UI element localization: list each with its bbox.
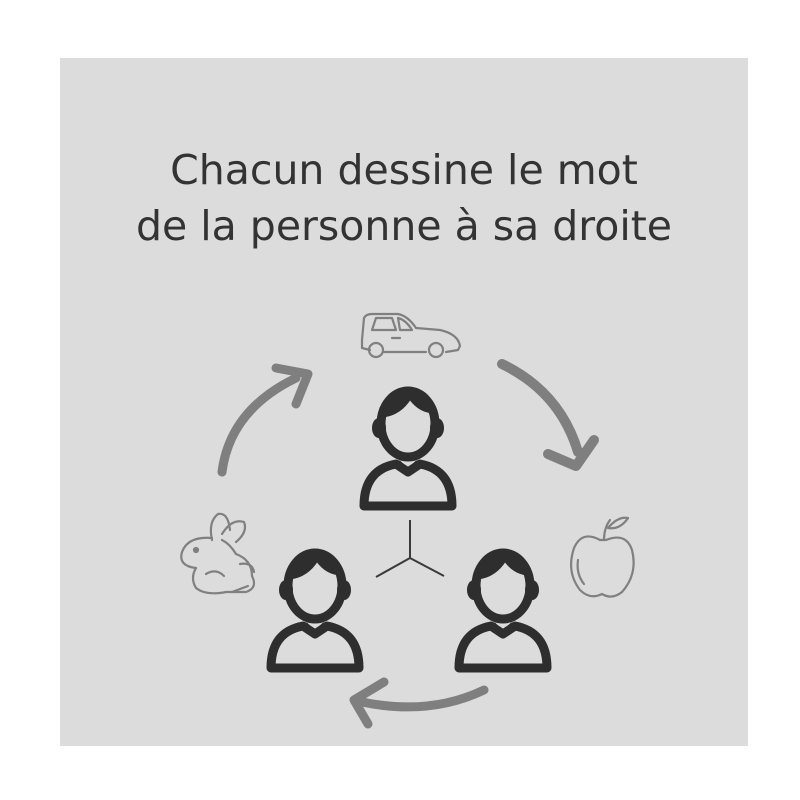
curved-arrow-left-icon [217, 363, 313, 477]
car-sketch-icon [360, 312, 462, 359]
diagram-title: Chacun dessine le mot de la personne à s… [60, 142, 748, 254]
title-line-1: Chacun dessine le mot [170, 146, 638, 194]
person-bottom-right-icon [459, 552, 547, 668]
rabbit-sketch-icon [180, 512, 256, 595]
curved-arrow-top-right-icon [497, 359, 599, 471]
title-line-2: de la personne à sa droite [135, 202, 673, 250]
curved-arrow-bottom-icon [349, 677, 489, 729]
apple-sketch-icon [569, 516, 635, 598]
person-top-icon [364, 390, 452, 506]
center-connector-icon [375, 520, 445, 578]
person-bottom-left-icon [271, 552, 359, 668]
